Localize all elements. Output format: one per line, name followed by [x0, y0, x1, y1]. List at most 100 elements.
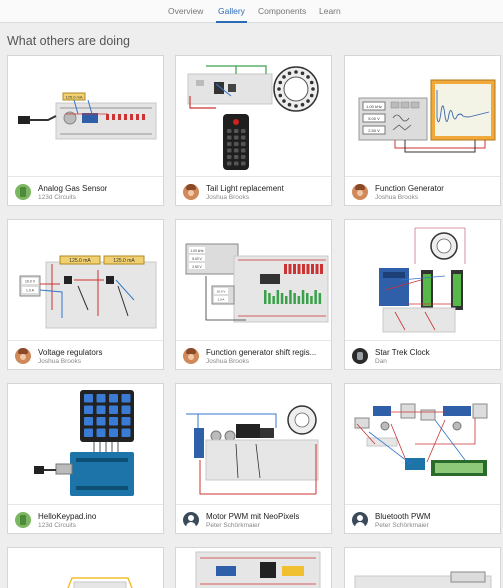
circuit-part: [241, 161, 246, 166]
project-card[interactable]: Tail Light replacement Joshua Brooks: [175, 55, 332, 206]
project-card[interactable]: [344, 547, 501, 588]
circuit-part: [306, 293, 309, 304]
project-name[interactable]: Function Generator: [375, 184, 444, 193]
project-name[interactable]: Analog Gas Sensor: [38, 184, 108, 193]
project-author[interactable]: Joshua Brooks: [375, 194, 418, 201]
circuit-part: [121, 428, 131, 437]
circuit-part: [96, 405, 106, 414]
avatar: [183, 512, 199, 528]
ammeter-2-readout: 125.0 mA: [113, 258, 135, 264]
project-thumbnail[interactable]: [345, 220, 500, 340]
project-card[interactable]: 125.0 mA 125.0 mA 10.0 V 1.0 A Voltage r…: [7, 219, 164, 370]
project-thumbnail[interactable]: [176, 548, 331, 588]
project-name[interactable]: Bluetooth PWM: [375, 512, 431, 521]
circuit-part: [121, 417, 131, 426]
circuit-part: [96, 417, 106, 426]
tab-gallery[interactable]: Gallery: [216, 6, 247, 23]
circuit-part: [234, 155, 239, 159]
project-card[interactable]: Motor PWM mit NeoPixels Peter Schörkmaie…: [175, 383, 332, 534]
circuit-part: [241, 142, 246, 146]
project-card[interactable]: 125.0 mA Analog Gas Sensor 123d Circuits: [7, 55, 164, 206]
offset-readout: 2.50 V: [192, 265, 202, 269]
project-author[interactable]: Peter Schörkmaier: [375, 522, 429, 529]
project-author[interactable]: 123d Circuits: [38, 194, 76, 201]
project-name[interactable]: Function generator shift regis...: [206, 348, 317, 357]
project-card[interactable]: 1.00 kHz 5.00 V 2.50 V 10.0 V 1.0 A Func…: [175, 219, 332, 370]
frequency-readout: 1.00 kHz: [366, 104, 382, 109]
project-author[interactable]: Peter Schörkmaier: [206, 522, 260, 529]
project-name[interactable]: Tail Light replacement: [206, 184, 284, 193]
circuit-part: [293, 264, 296, 274]
project-author[interactable]: 123d Circuits: [38, 522, 76, 529]
tab-components[interactable]: Components: [258, 6, 307, 16]
circuit-part: [301, 290, 305, 304]
circuit-part: [121, 405, 131, 414]
circuit-part: [311, 87, 315, 91]
circuit-part: [309, 80, 314, 85]
project-author[interactable]: Joshua Brooks: [206, 358, 249, 365]
project-author[interactable]: Joshua Brooks: [206, 194, 249, 201]
circuit-part: [109, 394, 118, 403]
frequency-readout: 1.00 kHz: [190, 249, 203, 253]
project-thumbnail[interactable]: [345, 548, 500, 588]
project-card[interactable]: [175, 547, 332, 588]
circuit-part: [300, 71, 305, 76]
project-thumbnail[interactable]: 1.00 kHz 5.00 V 2.50 V 10.0 V 1.0 A: [176, 220, 331, 340]
project-card[interactable]: 1.00 kHz 5.00 V 2.50 V Function Generato…: [344, 55, 501, 206]
circuit-part: [285, 296, 288, 304]
avatar: [352, 184, 368, 200]
project-thumbnail[interactable]: 1.00 kHz 5.00 V 2.50 V: [345, 56, 500, 176]
tab-overview[interactable]: Overview: [168, 6, 204, 16]
circuit-part: [306, 75, 310, 79]
project-thumbnail[interactable]: [8, 548, 163, 588]
circuit-part: [297, 264, 301, 274]
circuit-part: [227, 129, 232, 133]
circuit-part: [277, 87, 281, 91]
circuit-part: [227, 142, 232, 146]
project-name[interactable]: Voltage regulators: [38, 348, 103, 357]
circuit-part: [84, 394, 93, 403]
circuit-part: [314, 290, 317, 304]
circuit-part: [293, 293, 296, 304]
supply-voltage-readout: 10.0 V: [217, 290, 226, 294]
project-author[interactable]: Joshua Brooks: [38, 358, 81, 365]
supply-current-readout: 1.0 A: [26, 289, 35, 293]
circuit-part: [241, 155, 246, 159]
project-thumbnail[interactable]: 125.0 mA: [8, 56, 163, 176]
project-card[interactable]: HelloKeypad.ino 123d Circuits: [7, 383, 164, 534]
circuit-part: [234, 135, 239, 140]
amplitude-readout: 5.00 V: [192, 257, 202, 261]
circuit-part: [320, 264, 323, 274]
circuit-part: [311, 264, 314, 274]
project-thumbnail[interactable]: [345, 384, 500, 504]
avatar: [352, 348, 368, 364]
project-thumbnail[interactable]: [176, 56, 331, 176]
project-name[interactable]: Star Trek Clock: [375, 348, 430, 357]
project-name[interactable]: HelloKeypad.ino: [38, 512, 97, 521]
circuit-part: [234, 148, 239, 153]
circuit-part: [278, 80, 283, 85]
circuit-part: [288, 264, 292, 274]
project-author[interactable]: Dan: [375, 358, 387, 365]
project-card[interactable]: [7, 547, 164, 588]
project-thumbnail[interactable]: 125.0 mA 125.0 mA 10.0 V 1.0 A: [8, 220, 163, 340]
project-card[interactable]: Star Trek Clock Dan: [344, 219, 501, 370]
circuit-part: [227, 148, 232, 153]
project-thumbnail[interactable]: [176, 384, 331, 504]
project-card[interactable]: Bluetooth PWM Peter Schörkmaier: [344, 383, 501, 534]
ammeter-readout: 125.0 mA: [65, 95, 82, 100]
project-name[interactable]: Motor PWM mit NeoPixels: [206, 512, 300, 521]
project-thumbnail[interactable]: [8, 384, 163, 504]
circuit-part: [227, 135, 232, 140]
avatar: [15, 348, 31, 364]
circuit-part: [280, 293, 284, 304]
circuit-part: [284, 264, 287, 274]
circuit-part: [309, 93, 314, 98]
supply-voltage-readout: 10.0 V: [25, 280, 36, 284]
circuit-part: [302, 264, 305, 274]
tab-learn[interactable]: Learn: [319, 6, 341, 16]
circuit-part: [310, 296, 313, 304]
circuit-part: [109, 428, 118, 437]
circuit-part: [272, 296, 275, 304]
supply-current-readout: 1.0 A: [218, 298, 225, 302]
